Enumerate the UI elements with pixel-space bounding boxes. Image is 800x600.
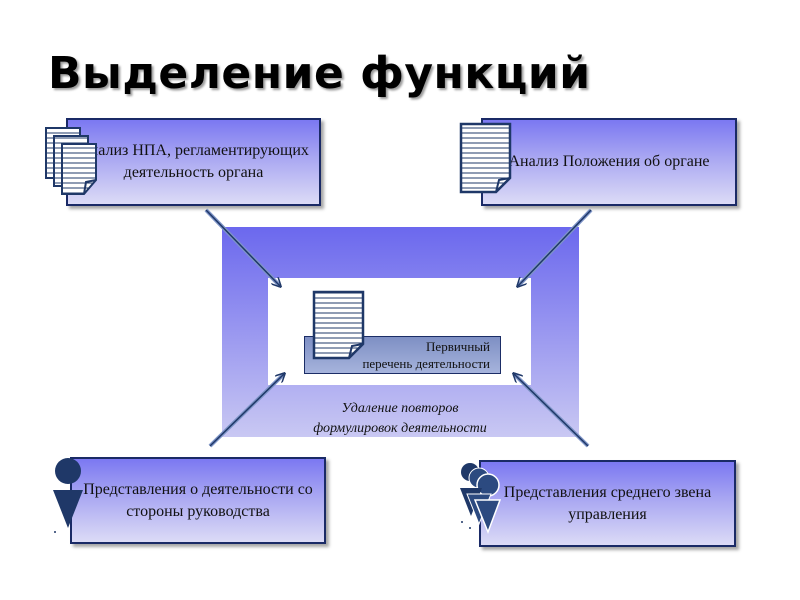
arrow-bottom-right (514, 374, 590, 448)
npa-analysis-label: Анализ НПА, регламентирующих деятельност… (78, 142, 309, 181)
document-icon (459, 122, 512, 194)
middle-management-label: Представления среднего звена управления (503, 483, 712, 523)
person-icon (53, 458, 83, 533)
primary-list-box: Первичный перечень деятельности (304, 336, 501, 374)
page-title: Выделение функций (48, 48, 591, 99)
arrow-top-right (518, 208, 593, 286)
regulation-analysis-label: Анализ Положения об органе (508, 153, 710, 171)
primary-list-line2: перечень деятельности (362, 355, 490, 371)
document-stack-icon (45, 127, 97, 195)
people-group-icon (460, 463, 502, 535)
regulation-analysis-box: Анализ Положения об органе (481, 118, 737, 206)
removal-caption: Удаление повторов формулировок деятельно… (260, 399, 540, 440)
management-view-label: Представления о деятельности со стороны … (83, 480, 313, 520)
removal-line2: формулировок деятельности (313, 421, 487, 437)
removal-line1: Удаление повторов (341, 401, 459, 416)
arrow-top-left (204, 208, 280, 286)
middle-management-box: Представления среднего звена управления (479, 460, 736, 547)
npa-analysis-box: Анализ НПА, регламентирующих деятельност… (66, 118, 321, 206)
primary-list-line1: Первичный (426, 339, 490, 354)
arrow-bottom-left (208, 374, 284, 448)
center-document-icon (312, 290, 365, 360)
